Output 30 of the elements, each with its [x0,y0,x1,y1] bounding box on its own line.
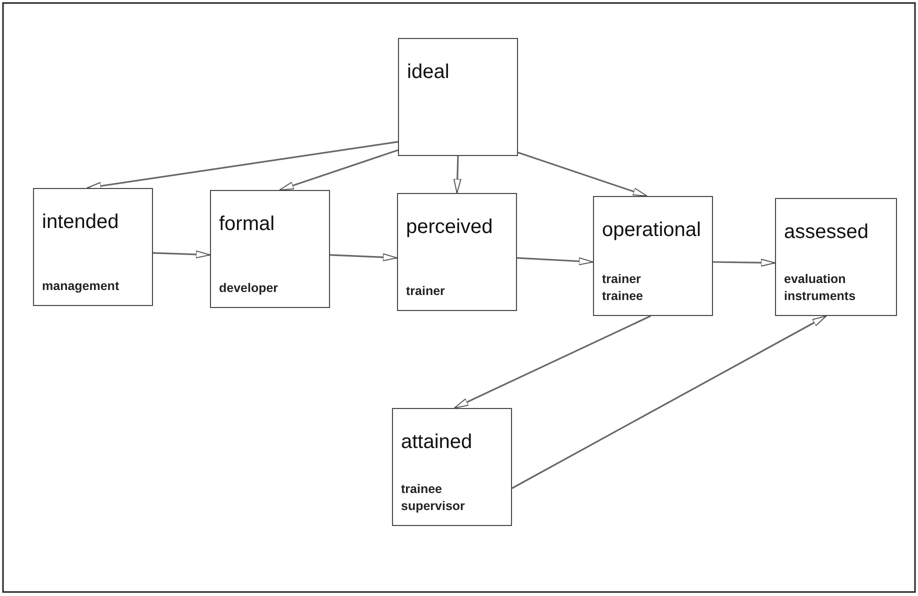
arrow [712,258,776,267]
node-title: attained [401,431,472,454]
node-role: trainee supervisor [401,481,466,515]
node-title: formal [219,213,275,236]
arrow [454,315,651,409]
arrow [512,315,827,489]
arrow [152,250,210,258]
node-box [398,38,518,156]
node-role: trainer [406,283,445,300]
arrow [86,141,398,190]
arrow [516,257,594,266]
arrow [518,152,648,197]
node-box [593,196,713,316]
node-role: developer [219,280,278,297]
node-box [210,190,330,308]
arrow [453,156,462,194]
node-box [397,193,517,311]
node-box [392,408,512,526]
node-title: assessed [784,221,868,244]
node-role: trainer trainee [602,271,644,305]
arrow [279,149,398,191]
node-title: operational [602,219,701,242]
node-role: management [42,278,120,295]
node-box [33,188,153,306]
node-title: intended [42,211,119,234]
arrow [330,253,398,262]
node-title: ideal [407,61,450,84]
node-box [775,198,897,316]
node-title: perceived [406,216,493,239]
node-role: evaluation instruments [784,271,857,305]
